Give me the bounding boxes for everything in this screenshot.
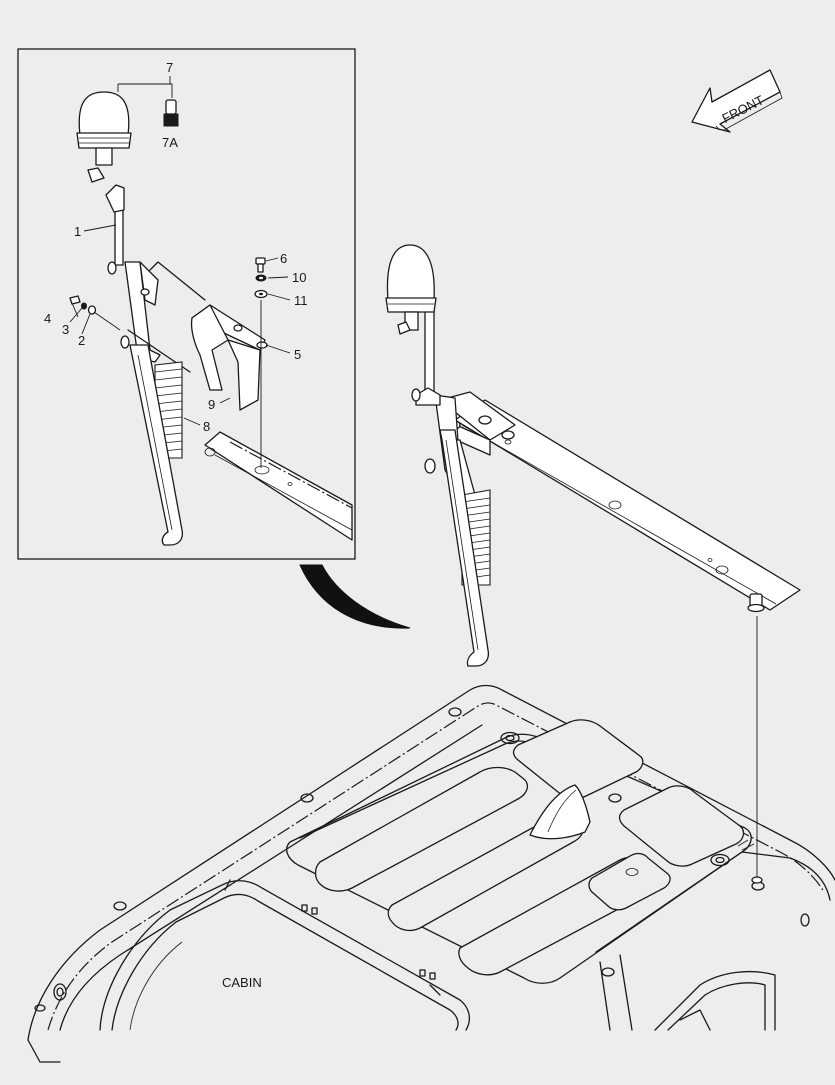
callout-4: 4 [44, 311, 51, 326]
front-arrow: FRONT [691, 69, 783, 133]
mounted-beacon-assembly [385, 244, 801, 667]
detail-transfer-arrow [299, 564, 411, 629]
callout-10: 10 [292, 270, 306, 285]
callout-5: 5 [294, 347, 301, 362]
callout-labels: 7 7A 1 6 10 11 4 3 2 5 9 8 [44, 60, 308, 434]
callout-6: 6 [280, 251, 287, 266]
callout-7a: 7A [162, 135, 178, 150]
callout-9: 9 [208, 397, 215, 412]
cabin-roof [27, 684, 835, 1063]
callout-7: 7 [166, 60, 173, 75]
cabin-label: CABIN [222, 975, 262, 990]
callout-8: 8 [203, 419, 210, 434]
callout-11: 11 [294, 293, 308, 308]
callout-1: 1 [74, 224, 81, 239]
callout-leaders [69, 76, 291, 426]
detail-exploded-view [69, 91, 353, 546]
callout-2: 2 [78, 333, 85, 348]
callout-3: 3 [62, 322, 69, 337]
detail-view-frame [17, 48, 356, 560]
